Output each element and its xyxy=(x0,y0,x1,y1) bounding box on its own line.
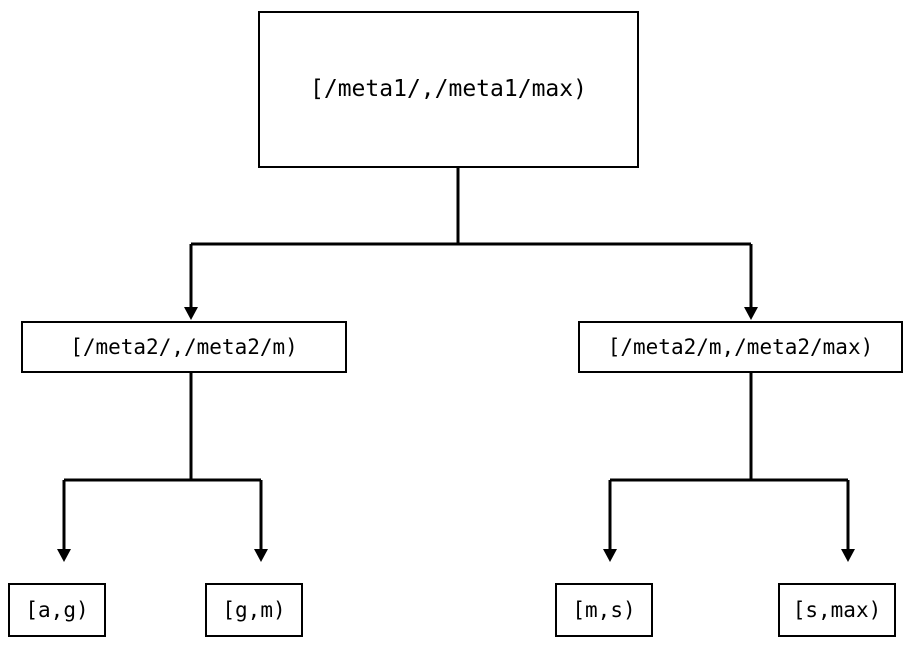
node-mid-right-label: [/meta2/m,/meta2/max) xyxy=(607,334,874,359)
arrowhead-mid-right xyxy=(744,307,758,320)
node-root[interactable]: [/meta1/,/meta1/max) xyxy=(258,11,639,168)
node-leaf-m-s[interactable]: [m,s) xyxy=(555,583,653,637)
node-mid-left-label: [/meta2/,/meta2/m) xyxy=(70,334,298,359)
node-leaf-g-m[interactable]: [g,m) xyxy=(205,583,303,637)
node-mid-left[interactable]: [/meta2/,/meta2/m) xyxy=(21,321,347,373)
node-leaf-m-s-label: [m,s) xyxy=(572,597,636,622)
arrowhead-leaf-ag xyxy=(57,549,71,562)
arrowhead-leaf-ms xyxy=(603,549,617,562)
node-leaf-s-max[interactable]: [s,max) xyxy=(778,583,896,637)
node-mid-right[interactable]: [/meta2/m,/meta2/max) xyxy=(578,321,903,373)
node-leaf-a-g-label: [a,g) xyxy=(25,597,89,622)
node-leaf-a-g[interactable]: [a,g) xyxy=(8,583,106,637)
node-leaf-s-max-label: [s,max) xyxy=(792,597,882,622)
arrowhead-mid-left xyxy=(184,307,198,320)
node-root-label: [/meta1/,/meta1/max) xyxy=(310,76,587,102)
arrowhead-leaf-smax xyxy=(841,549,855,562)
arrowhead-leaf-gm xyxy=(254,549,268,562)
node-leaf-g-m-label: [g,m) xyxy=(222,597,286,622)
